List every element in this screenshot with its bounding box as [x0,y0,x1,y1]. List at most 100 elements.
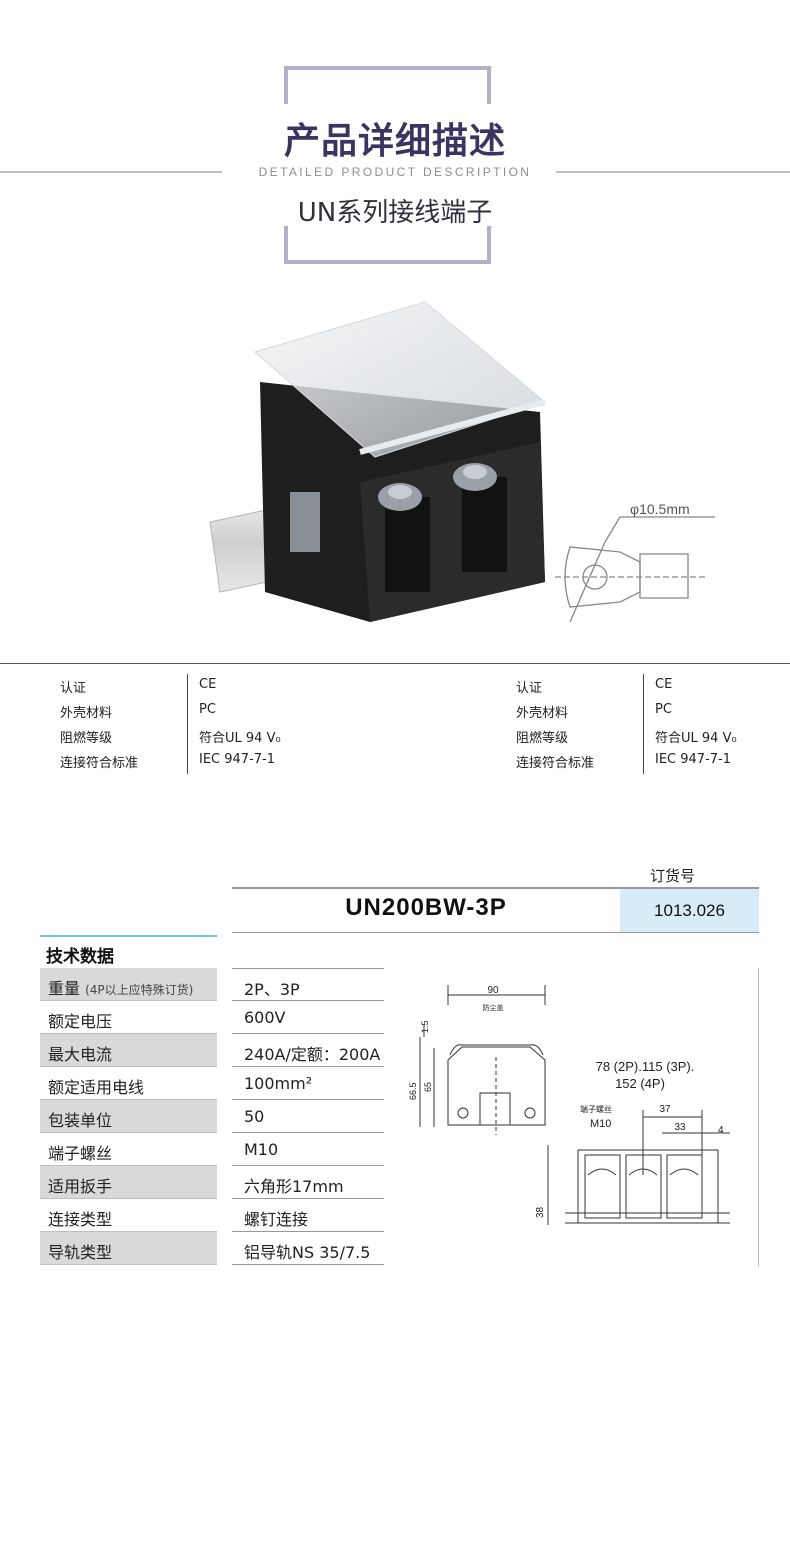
page-subtitle: DETAILED PRODUCT DESCRIPTION [258,165,532,179]
spec-values-column: 2P、3P 600V 240A/定额：200A 100mm² 50 M10 六角… [232,968,384,1265]
drawing-dim-33: 33 [674,1122,686,1133]
spec-value: 100mm² [244,1074,313,1093]
spec-value: 50 [244,1107,265,1126]
spec-key-row: 包装单位 [40,1100,217,1133]
model-name: UN200BW-3P [345,894,507,921]
cert-key: 认证 [516,681,543,696]
spec-key: 连接类型 [48,1210,113,1229]
spec-value: 螺钉连接 [244,1210,309,1229]
cert-value: PC [199,702,216,717]
drawing-dim-1-5: 1.5 [420,1020,430,1033]
cert-value: IEC 947-7-1 [655,752,731,767]
cert-row: 外壳材料 PC [60,699,360,724]
drawing-width-label: 90 [487,985,499,996]
spec-value-row: 六角形17mm [232,1166,384,1199]
header-frame-top [284,66,491,104]
drawing-screw-label: 端子螺丝 [580,1104,612,1114]
cert-row: 阻燃等级 符合UL 94 V₀ [60,724,360,749]
tech-title-underline [40,935,217,937]
cert-value: 符合UL 94 V₀ [199,731,281,746]
spec-value: 600V [244,1008,286,1027]
spec-key-row: 额定电压 [40,1001,217,1034]
dimension-label: φ10.5mm [630,501,690,517]
section-divider [0,663,790,664]
spec-key: 端子螺丝 [48,1144,113,1163]
spec-key: 最大电流 [48,1045,113,1064]
spec-key-row: 最大电流 [40,1034,217,1067]
cert-key: 阻燃等级 [60,731,113,746]
spec-key-row: 导轨类型 [40,1232,217,1265]
spec-value: 铝导轨NS 35/7.5 [244,1243,371,1262]
cert-value: CE [655,677,673,692]
technical-drawing: 90 防尘盖 1.5 66.5 65 78 (2P).115 (3P). 152… [408,985,730,1225]
model-bar-bottom-line [232,932,759,933]
spec-key: 适用扳手 [48,1177,113,1196]
spec-key-note: (4P以上应特殊订货) [85,983,194,997]
spec-key: 重量 (4P以上应特殊订货) [48,975,193,999]
spec-key: 导轨类型 [48,1243,113,1262]
cert-value: PC [655,702,672,717]
model-bar-top-line [232,887,759,889]
series-name: UN系列接线端子 [297,198,493,228]
spec-keys-column: 重量 (4P以上应特殊订货) 额定电压 最大电流 额定适用电线 包装单位 端子螺… [40,968,217,1265]
cert-row: 认证 CE [60,674,360,699]
spec-value-row: 600V [232,1001,384,1034]
product-image: φ10.5mm [209,301,715,623]
drawing-screw-size: M10 [590,1118,611,1130]
spec-key-row: 重量 (4P以上应特殊订货) [40,968,217,1001]
spec-value: M10 [244,1140,279,1159]
cert-value: CE [199,677,217,692]
drawing-dim-65: 65 [423,1082,433,1092]
cert-row: 认证 CE [516,674,776,699]
cert-key: 连接符合标准 [516,756,595,771]
cert-separator [187,674,188,774]
drawing-dim-38: 38 [535,1206,546,1218]
drawing-dim-4: 4 [718,1125,724,1136]
drawing-length-label: 78 (2P).115 (3P). [596,1059,695,1074]
cert-value: IEC 947-7-1 [199,752,275,767]
drawing-dim-66-5: 66.5 [408,1082,418,1100]
spec-key: 额定电压 [48,1012,113,1031]
cert-row: 阻燃等级 符合UL 94 V₀ [516,724,776,749]
spec-key: 额定适用电线 [48,1078,145,1097]
cert-key: 认证 [60,681,87,696]
spec-key-row: 端子螺丝 [40,1133,217,1166]
order-number-label: 订货号 [650,867,696,885]
cert-table-right: 认证 CE 外壳材料 PC 阻燃等级 符合UL 94 V₀ 连接符合标准 IEC… [516,674,776,774]
header-divider-left [0,171,222,173]
page-title: 产品详细描述 [283,121,506,162]
cert-row: 外壳材料 PC [516,699,776,724]
spec-value-row: M10 [232,1133,384,1166]
spec-key-row: 连接类型 [40,1199,217,1232]
spec-value: 240A/定额：200A [244,1045,381,1064]
drawing-cover-label: 防尘盖 [483,1003,504,1012]
spec-value: 2P、3P [244,980,300,999]
drawing-length-label-4p: 152 (4P) [615,1076,665,1091]
spec-value: 六角形17mm [244,1177,344,1196]
header-divider-right [556,171,790,173]
spec-value-row: 100mm² [232,1067,384,1100]
header-frame-bottom [284,226,491,264]
cert-row: 连接符合标准 IEC 947-7-1 [516,749,776,774]
cert-key: 连接符合标准 [60,756,139,771]
cert-table-left: 认证 CE 外壳材料 PC 阻燃等级 符合UL 94 V₀ 连接符合标准 IEC… [60,674,360,774]
drawing-dim-37: 37 [659,1104,671,1115]
tech-data-title: 技术数据 [46,947,114,967]
cert-row: 连接符合标准 IEC 947-7-1 [60,749,360,774]
spec-value-row: 铝导轨NS 35/7.5 [232,1232,384,1265]
spec-value-row: 240A/定额：200A [232,1034,384,1067]
spec-value-row: 2P、3P [232,968,384,1001]
spec-key: 包装单位 [48,1111,113,1130]
order-number: 1013.026 [654,901,725,920]
cert-key: 阻燃等级 [516,731,569,746]
spec-value-row: 50 [232,1100,384,1133]
spec-key-row: 适用扳手 [40,1166,217,1199]
spec-key-text: 重量 [48,979,81,998]
cert-separator [643,674,644,774]
drawing-frame [384,968,759,1266]
cert-key: 外壳材料 [516,706,569,721]
spec-key-row: 额定适用电线 [40,1067,217,1100]
cert-key: 外壳材料 [60,706,113,721]
spec-value-row: 螺钉连接 [232,1199,384,1232]
cert-value: 符合UL 94 V₀ [655,731,737,746]
